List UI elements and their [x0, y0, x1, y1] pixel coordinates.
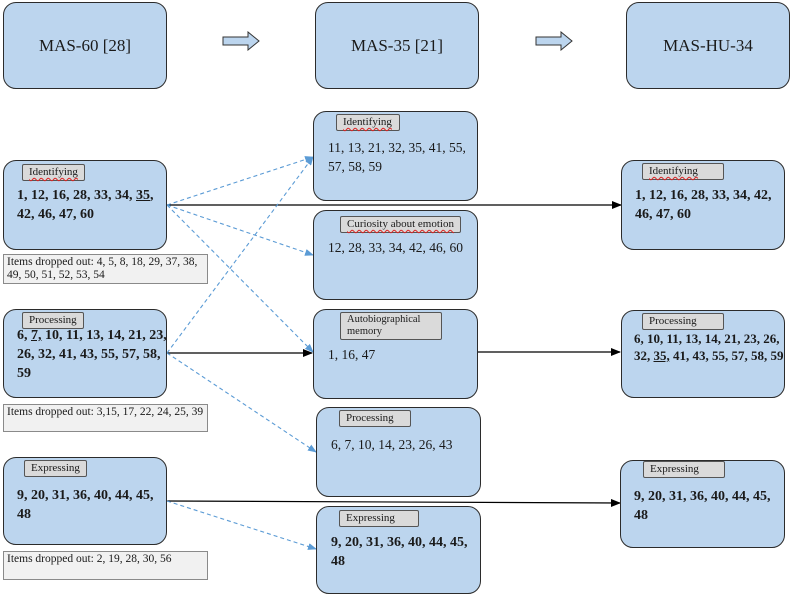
mashu34-processing-items: 6, 10, 11, 13, 14, 21, 23, 26, 32, 35, 4… — [634, 331, 784, 363]
mashu34-identifying-box: Identifying 1, 12, 16, 28, 33, 34, 42, 4… — [621, 160, 785, 250]
mashu34-expressing-items: 9, 20, 31, 36, 40, 44, 45, 48 — [634, 489, 771, 523]
mashu34-expressing-tag: Expressing — [643, 461, 725, 478]
mas35-expressing-items: 9, 20, 31, 36, 40, 44, 45, 48 — [331, 535, 468, 569]
mas35-identifying-items: 11, 13, 21, 32, 35, 41, 55, 57, 58, 59 — [328, 140, 466, 174]
header-arrow-icon — [535, 31, 573, 51]
dashed-arrow-expr-to-expressing — [166, 500, 317, 550]
header-mashu34: MAS-HU-34 — [626, 2, 790, 89]
header-arrow-icon — [222, 31, 260, 51]
dashed-arrow-id-to-identifying — [166, 156, 314, 206]
mashu34-processing-tag: Processing — [642, 313, 724, 330]
mas60-processing-dropped: Items dropped out: 3,15, 17, 22, 24, 25,… — [3, 404, 208, 432]
header-mas35-label: MAS-35 [21] — [350, 35, 444, 55]
mas60-processing-box: Processing 6, 7, 10, 11, 13, 14, 21, 23,… — [3, 309, 167, 398]
mas60-expressing-items: 9, 20, 31, 36, 40, 44, 45, 48 — [17, 488, 154, 522]
dashed-arrow-proc-to-identifying — [166, 156, 314, 354]
mas35-identifying-tag: Identifying — [336, 114, 400, 131]
mas35-expressing-box: Expressing 9, 20, 31, 36, 40, 44, 45, 48 — [316, 506, 481, 594]
mas35-autobiographical-tag: Autobiographical memory — [340, 312, 442, 340]
header-mashu34-label: MAS-HU-34 — [663, 35, 753, 55]
mas35-autobiographical-items: 1, 16, 47 — [328, 347, 376, 362]
mas35-processing-tag: Processing — [339, 410, 411, 427]
mas35-curiosity-items: 12, 28, 33, 34, 42, 46, 60 — [328, 240, 463, 255]
mashu34-expressing-box: Expressing 9, 20, 31, 36, 40, 44, 45, 48 — [620, 460, 785, 548]
header-mas60-label: MAS-60 [28] — [38, 35, 132, 55]
solid-arrow-expressing — [166, 498, 621, 507]
mas35-identifying-box: Identifying 11, 13, 21, 32, 35, 41, 55, … — [313, 111, 478, 201]
dashed-arrow-id-to-curiosity — [166, 204, 314, 256]
mas60-identifying-box: Identifying 1, 12, 16, 28, 33, 34, 35, 4… — [3, 160, 167, 250]
mashu34-processing-box: Processing 6, 10, 11, 13, 14, 21, 23, 26… — [621, 310, 785, 398]
mas60-processing-tag: Processing — [22, 312, 84, 329]
mas60-identifying-tag: Identifying — [22, 164, 85, 181]
header-mas60: MAS-60 [28] — [3, 2, 167, 89]
mas60-expressing-box: Expressing 9, 20, 31, 36, 40, 44, 45, 48 — [3, 457, 167, 545]
mas60-expressing-tag: Expressing — [24, 460, 87, 477]
mas60-processing-items: 6, 7, 10, 11, 13, 14, 21, 23, 26, 32, 41… — [17, 328, 167, 381]
mas60-identifying-items: 1, 12, 16, 28, 33, 34, 35, 42, 46, 47, 6… — [17, 188, 154, 222]
dashed-arrow-proc-to-processing — [166, 352, 317, 453]
mas35-expressing-tag: Expressing — [339, 510, 419, 527]
mas35-processing-box: Processing 6, 7, 10, 14, 23, 26, 43 — [316, 407, 481, 497]
mas35-curiosity-tag: Curiosity about emotion — [340, 216, 461, 233]
mashu34-identifying-tag: Identifying — [642, 163, 724, 180]
mashu34-identifying-items: 1, 12, 16, 28, 33, 34, 42, 46, 47, 60 — [635, 188, 772, 222]
mas35-processing-items: 6, 7, 10, 14, 23, 26, 43 — [331, 437, 453, 452]
mas35-curiosity-box: Curiosity about emotion 12, 28, 33, 34, … — [313, 210, 478, 300]
mas60-identifying-dropped: Items dropped out: 4, 5, 8, 18, 29, 37, … — [3, 254, 208, 284]
header-mas35: MAS-35 [21] — [315, 2, 479, 89]
mas60-expressing-dropped: Items dropped out: 2, 19, 28, 30, 56 — [3, 551, 208, 580]
mas35-autobiographical-box: Autobiographical memory 1, 16, 47 — [313, 309, 478, 399]
